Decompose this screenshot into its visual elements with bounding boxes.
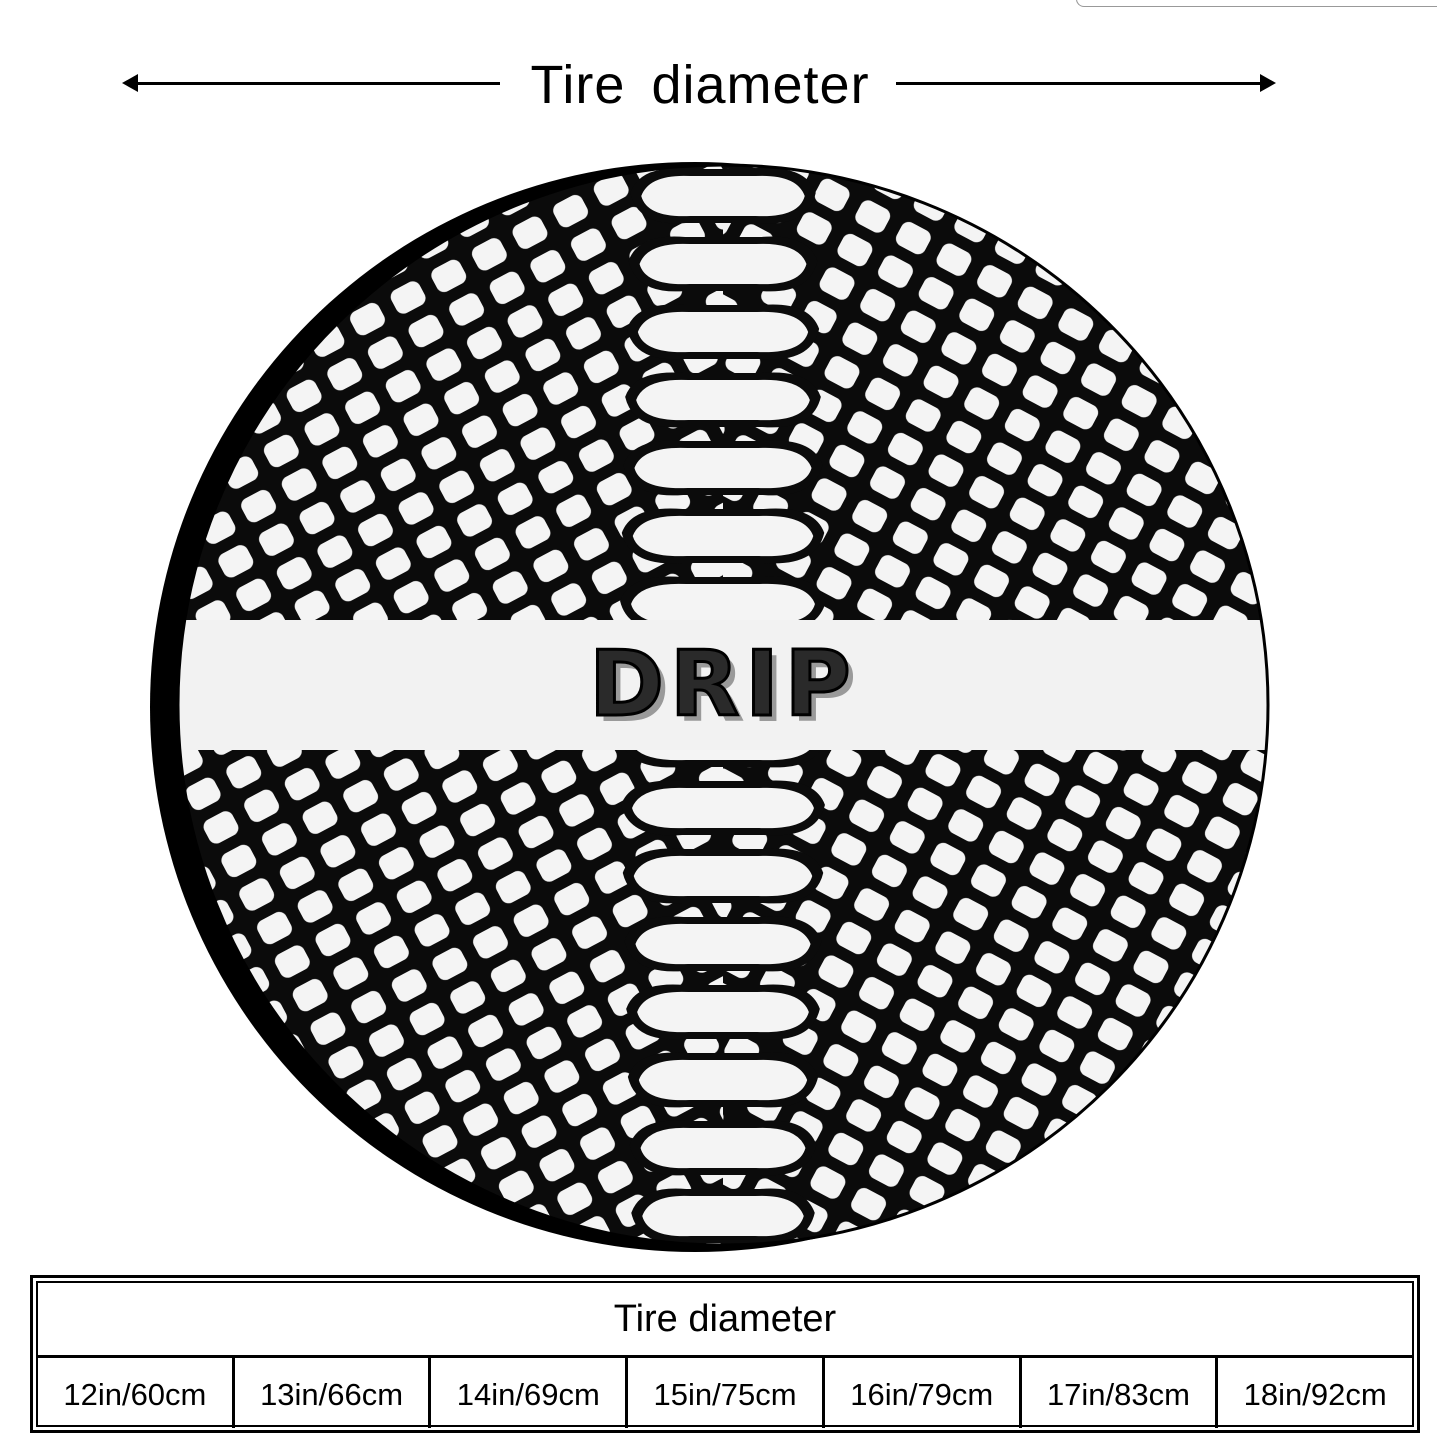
tire-cover-graphic: DRIP DRIP <box>150 162 1270 1252</box>
belly-scale <box>640 1127 806 1169</box>
belly-scale <box>642 1195 804 1237</box>
belly-scale <box>637 991 809 1033</box>
arrow-left-icon <box>122 74 500 92</box>
size-option[interactable]: 18in/92cm <box>1243 1377 1387 1412</box>
text-band <box>178 620 1268 750</box>
belly-scale <box>641 175 805 217</box>
diameter-title-word-1: Tire <box>530 55 626 115</box>
tire-size-table: Tire diameter 12in/60cm 13in/66cm 14in/6… <box>30 1275 1420 1433</box>
belly-scale <box>632 787 814 829</box>
size-option[interactable]: 12in/60cm <box>38 1358 235 1428</box>
size-option[interactable]: 17in/83cm <box>1022 1358 1219 1428</box>
belly-scales <box>618 168 828 1244</box>
size-option[interactable]: 15in/75cm <box>628 1358 825 1428</box>
drip-text-shadow: DRIP <box>595 638 862 743</box>
top-right-edge-mark <box>1076 0 1437 7</box>
belly-scale <box>639 243 807 285</box>
belly-scale <box>636 379 810 421</box>
belly-scale <box>632 515 814 557</box>
spare-tire-cover: DRIP DRIP <box>150 155 1280 1255</box>
arrow-right-icon <box>896 74 1276 92</box>
cover-face <box>178 165 1268 1245</box>
belly-scale <box>637 311 809 353</box>
belly-scale <box>638 1059 808 1101</box>
belly-scale <box>633 855 813 897</box>
diameter-title: Tire diameter <box>500 52 900 118</box>
size-row: 12in/60cm 13in/66cm 14in/69cm 15in/75cm … <box>38 1358 1412 1428</box>
table-header: Tire diameter <box>38 1283 1412 1358</box>
drip-text: DRIP <box>589 632 856 737</box>
belly-scale <box>635 923 811 965</box>
size-option[interactable]: 14in/69cm <box>431 1358 629 1428</box>
diameter-dimension-header: Tire diameter <box>0 40 1445 130</box>
belly-scale <box>634 447 812 489</box>
diameter-title-word-2: diameter <box>651 55 870 115</box>
size-option[interactable]: 16in/79cm <box>825 1358 1022 1428</box>
belly-scale <box>631 583 815 625</box>
size-option[interactable]: 13in/66cm <box>235 1358 432 1428</box>
